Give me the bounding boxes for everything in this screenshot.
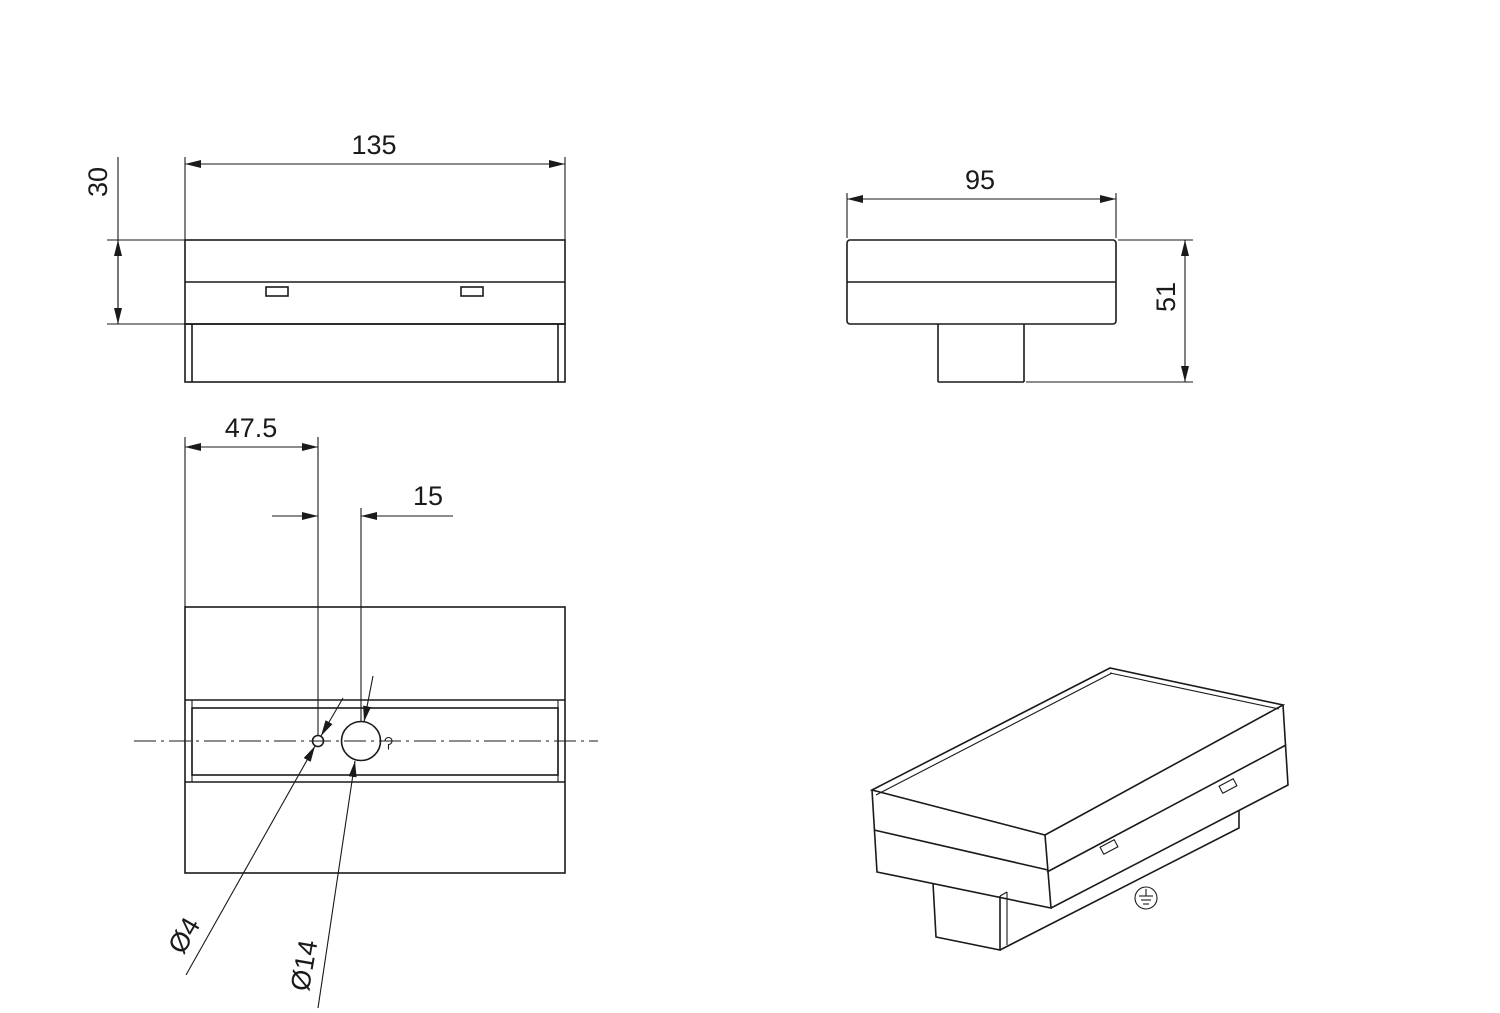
large-hole-dim: Ø14 bbox=[285, 938, 323, 993]
front-height-dim: 30 bbox=[83, 167, 113, 197]
side-width-dim: 95 bbox=[965, 165, 995, 195]
large-hole-leader bbox=[317, 760, 357, 1009]
iso-clip-front bbox=[1099, 838, 1119, 856]
small-hole-leader bbox=[185, 745, 316, 976]
top-view: 47.5 15 Ø4 Ø14 bbox=[134, 413, 598, 1009]
iso-left-split bbox=[873, 829, 1049, 871]
offset-dim: 47.5 bbox=[225, 413, 278, 443]
iso-left-face bbox=[871, 789, 1052, 910]
small-mark-icon bbox=[384, 736, 393, 750]
isometric-view bbox=[869, 667, 1289, 951]
hole-spacing-dim: 15 bbox=[413, 481, 443, 511]
iso-top-face bbox=[869, 667, 1286, 836]
front-view: 135 30 bbox=[83, 130, 566, 383]
front-base-outline bbox=[184, 323, 566, 383]
side-view: 95 51 bbox=[846, 165, 1193, 383]
iso-right-split bbox=[1046, 744, 1287, 873]
front-width-dim: 135 bbox=[351, 130, 396, 160]
iso-base-front bbox=[932, 882, 1001, 951]
front-clip-left bbox=[265, 286, 289, 297]
iso-base-side bbox=[999, 810, 1240, 951]
front-clip-right bbox=[460, 286, 484, 297]
protective-earth-icon bbox=[1134, 886, 1158, 910]
side-height-dim: 51 bbox=[1151, 282, 1181, 312]
iso-right-face bbox=[1050, 704, 1289, 909]
iso-clip-rear bbox=[1218, 777, 1238, 795]
top-body-outline bbox=[184, 606, 566, 874]
